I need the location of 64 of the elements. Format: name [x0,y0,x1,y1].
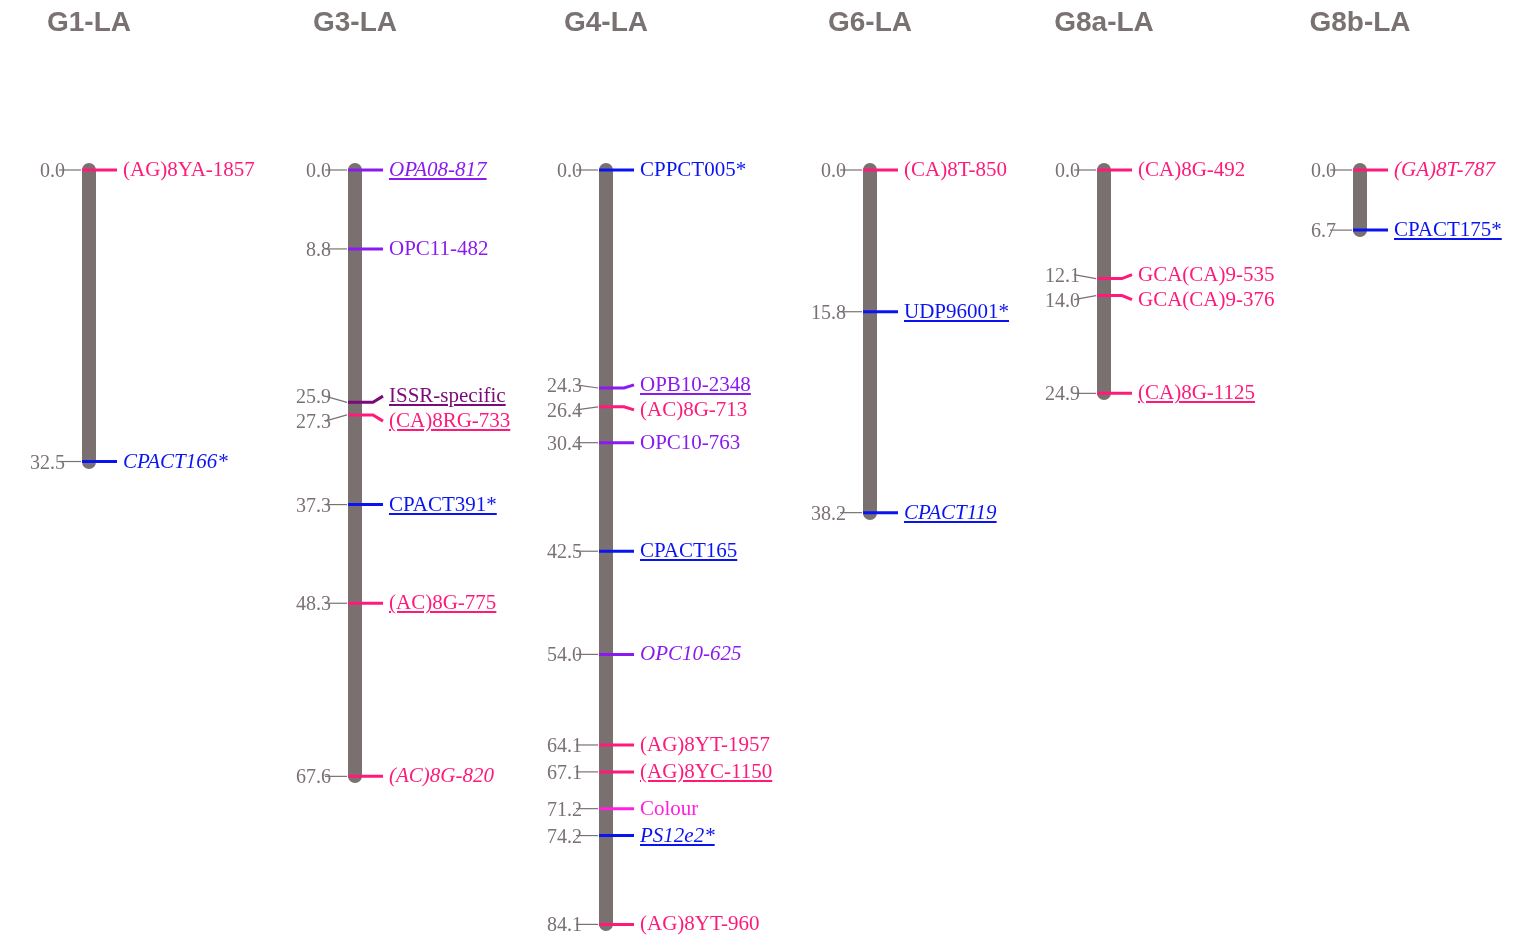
position-label: 71.2 [547,797,582,820]
position-label: 24.3 [547,373,582,396]
position-label: 30.4 [547,431,582,454]
marker-label: (CA)8RG-733 [389,409,511,433]
marker-label: PS12e2* [640,823,715,847]
marker-label: (CA)8G-1125 [1138,381,1256,405]
marker-label: (CA)8G-492 [1138,158,1246,181]
marker-label: GCA(CA)9-535 [1138,262,1275,286]
position-label: 74.2 [547,824,582,847]
marker-label: CPACT119 [904,500,997,524]
marker-label: OPC11-482 [389,236,489,260]
marker-label: OPB10-2348 [640,372,751,396]
marker-label: (AG)8YT-1957 [640,732,770,756]
position-label: 0.0 [306,159,331,181]
position-label: 26.4 [547,398,582,421]
position-label: 67.1 [547,760,582,783]
position-label: 0.0 [1311,159,1336,181]
position-label: 0.0 [1055,159,1080,181]
marker-label: (CA)8T-850 [904,158,1008,181]
marker-label: (AC)8G-775 [389,591,497,615]
position-label: 32.5 [30,450,65,473]
position-label: 48.3 [296,592,331,615]
position-label: 54.0 [547,643,582,666]
position-label: 24.9 [1045,382,1080,405]
group-title: G3-LA [313,6,397,38]
marker-label: GCA(CA)9-376 [1138,287,1275,311]
position-label: 38.2 [811,501,846,524]
marker-label: (GA)8T-787 [1394,158,1496,181]
position-label: 0.0 [821,159,846,181]
marker-label: CPACT175* [1394,218,1502,242]
position-label: 0.0 [557,159,582,181]
position-label: 12.1 [1045,263,1080,286]
position-label: 64.1 [547,733,582,756]
marker-label: (AG)8YT-960 [640,912,760,936]
group-title: G8a-LA [1054,6,1154,38]
position-label: 84.1 [547,913,582,936]
marker-label: OPA08-817 [389,158,487,181]
marker-label: CPACT166* [123,449,228,473]
marker-label: OPC10-763 [640,430,741,454]
position-label: 15.8 [811,300,846,323]
marker-label: (AG)8YC-1150 [640,759,773,783]
position-label: 14.0 [1045,288,1080,311]
marker-label: (AC)8G-713 [640,397,748,421]
group-title: G1-LA [47,6,131,38]
position-label: 67.6 [296,765,331,788]
marker-label: UDP96001* [904,299,1009,323]
position-label: 37.3 [296,493,331,516]
position-label: 25.9 [296,385,331,408]
group-title: G4-LA [564,6,648,38]
marker-label: (AG)8YA-1857 [123,158,255,181]
group-title: G6-LA [828,6,912,38]
group-title: G8b-LA [1309,6,1411,38]
marker-label: ISSR-specific [389,384,506,408]
position-label: 6.7 [1311,219,1336,242]
marker-label: Colour [640,796,699,820]
position-label: 8.8 [306,237,331,260]
marker-label: OPC10-625 [640,642,742,666]
marker-label: CPPCT005* [640,158,747,181]
marker-label: CPACT391* [389,492,497,516]
position-label: 0.0 [40,159,65,181]
position-label: 27.3 [296,410,331,433]
marker-label: (AC)8G-820 [389,764,494,788]
marker-label: CPACT165 [640,539,738,563]
position-label: 42.5 [547,540,582,563]
